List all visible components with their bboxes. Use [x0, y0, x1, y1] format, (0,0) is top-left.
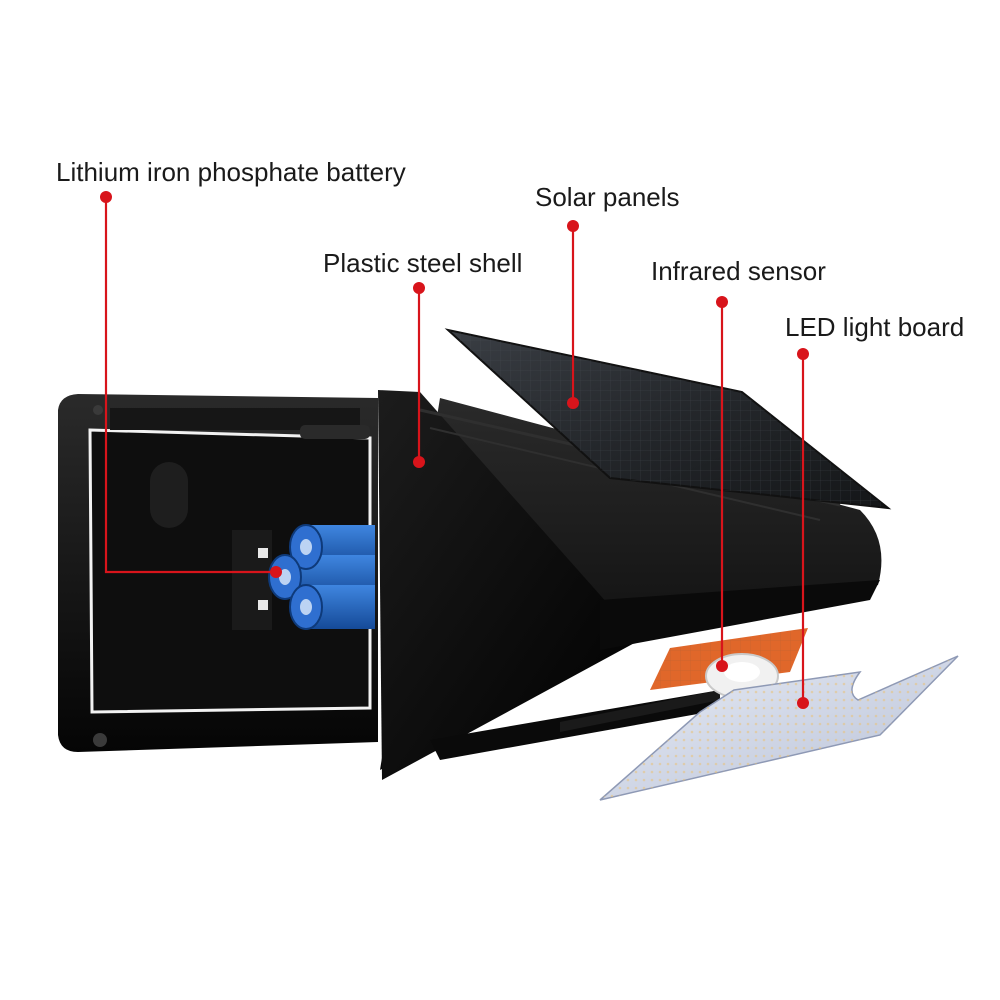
ir-callout-dot-end [716, 660, 728, 672]
led-light-board [599, 655, 959, 801]
infrared-sensor [650, 628, 808, 699]
led-callout-dot-top [797, 348, 809, 360]
battery-label: Lithium iron phosphate battery [56, 157, 406, 187]
battery-callout-dot-top [100, 191, 112, 203]
ir-callout-dot-top [716, 296, 728, 308]
battery-pack [232, 524, 375, 630]
led-callout-dot-end [797, 697, 809, 709]
led-board-label: LED light board [785, 312, 965, 342]
solar-panels-label: Solar panels [535, 182, 680, 212]
battery-callout-dot-end [270, 566, 282, 578]
battery-callout-line [104, 197, 276, 574]
shell-callout-dot-top [413, 282, 425, 294]
solar-panel [444, 328, 892, 510]
infrared-sensor-label: Infrared sensor [651, 256, 826, 286]
solar-callout-dot-end [567, 397, 579, 409]
shell-callout-dot-end [413, 456, 425, 468]
shell-label: Plastic steel shell [323, 248, 523, 278]
solar-callout-dot-top [567, 220, 579, 232]
